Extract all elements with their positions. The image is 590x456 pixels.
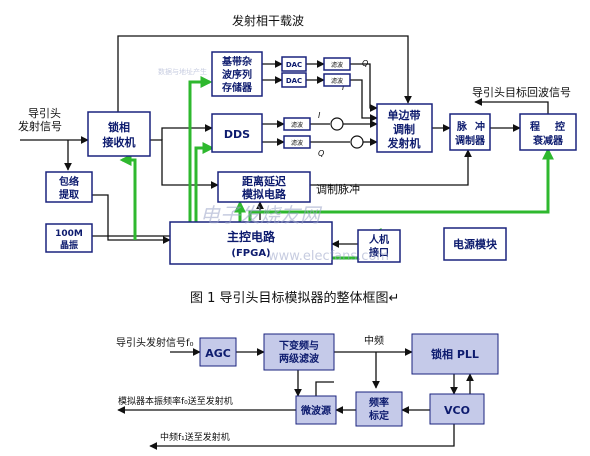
svg-text:锁相: 锁相 (108, 120, 130, 134)
svg-text:100M: 100M (55, 229, 83, 239)
seeker-tx-label-2: 发射信号 (18, 119, 62, 133)
bottom-out1-label: 模拟器本振频率f₀送至发射机 (118, 395, 233, 407)
top-wires (20, 35, 549, 248)
svg-text:滤波: 滤波 (331, 77, 343, 85)
svg-text:滤波: 滤波 (291, 139, 303, 147)
svg-text:VCO: VCO (444, 404, 470, 417)
i-dds-label: I (318, 111, 321, 120)
programmable-attenuator: 程 控 衰减器 (519, 113, 577, 151)
envelope-extract: 包络 提取 (45, 171, 93, 203)
svg-text:电源模块: 电源模块 (453, 237, 498, 251)
svg-text:脉: 脉 (456, 120, 468, 133)
data-addr-label: 数据与地址产生 (158, 67, 207, 76)
svg-text:单边带: 单边带 (388, 108, 421, 122)
green-control-lines (119, 76, 554, 260)
pll-receiver: 锁相 接收机 (87, 111, 151, 157)
echo-label: 导引头目标回波信号 (472, 85, 571, 99)
power-module: 电源模块 (443, 227, 507, 261)
svg-text:滤波: 滤波 (291, 121, 303, 129)
pll-block: 锁相 PLL (411, 333, 499, 375)
q-dds-label: Q (318, 149, 324, 158)
svg-text:锁相 PLL: 锁相 PLL (431, 347, 479, 361)
svg-text:接收机: 接收机 (103, 135, 136, 149)
bottom-input-label: 导引头发射信号f₀ (116, 336, 194, 349)
filter-1: 滤波 (323, 57, 351, 71)
svg-text:衰减器: 衰减器 (532, 134, 564, 147)
filter-4: 滤波 (283, 135, 311, 149)
svg-text:波序列: 波序列 (222, 68, 252, 81)
figure-caption: 图 1 导引头目标模拟器的整体框图↵ (190, 290, 399, 306)
agc-block: AGC (199, 337, 237, 367)
svg-text:接口: 接口 (369, 246, 389, 259)
svg-text:(FPGA): (FPGA) (231, 248, 270, 259)
svg-text:DAC: DAC (286, 77, 302, 85)
svg-text:DDS: DDS (224, 128, 250, 141)
svg-text:AGC: AGC (205, 347, 231, 360)
filter-3: 滤波 (283, 117, 311, 131)
svg-text:下变频与: 下变频与 (279, 339, 319, 352)
svg-text:包络: 包络 (59, 175, 79, 188)
svg-text:距离延迟: 距离延迟 (242, 174, 286, 188)
seeker-tx-label-1: 导引头 (28, 106, 61, 120)
q-base-label: Q (362, 59, 368, 68)
svg-text:调制: 调制 (393, 122, 415, 136)
watermark-url: www.elecfans.com (268, 249, 389, 264)
crystal-osc: 100M 晶振 (45, 223, 93, 253)
vco-block: VCO (429, 393, 485, 425)
main-control-fpga: 主控电路 (FPGA) (169, 221, 333, 265)
svg-text:冲: 冲 (475, 120, 485, 133)
svg-text:微波源: 微波源 (300, 404, 331, 417)
svg-text:主控电路: 主控电路 (227, 229, 276, 244)
svg-text:提取: 提取 (59, 188, 80, 201)
bottom-wires (117, 348, 474, 450)
microwave-source-block: 微波源 (295, 395, 337, 425)
filter-2: 滤波 (323, 73, 351, 87)
carrier-label: 发射相干载波 (232, 13, 304, 28)
freq-cal-block: 频率 标定 (355, 391, 403, 427)
mid-freq-label: 中频 (364, 334, 384, 347)
bottom-out2-label: 中频f₁送至发射机 (160, 431, 230, 443)
svg-text:标定: 标定 (368, 409, 389, 422)
svg-text:控: 控 (555, 120, 565, 133)
svg-text:晶振: 晶振 (60, 239, 79, 251)
svg-text:存储器: 存储器 (222, 81, 253, 94)
watermark-cn: 电子发烧友网 (200, 203, 323, 227)
svg-text:程: 程 (530, 120, 540, 133)
i-base-label: I (342, 83, 345, 92)
svg-text:调制器: 调制器 (455, 134, 486, 147)
dds-block: DDS (211, 113, 263, 153)
svg-text:DAC: DAC (286, 61, 302, 69)
range-delay-circuit: 距离延迟 模拟电路 (217, 171, 311, 203)
svg-text:发射机: 发射机 (387, 136, 421, 150)
dac-2: DAC (281, 72, 307, 88)
hmi-interface: 人机 接口 (357, 229, 401, 263)
svg-text:两级滤波: 两级滤波 (279, 352, 320, 365)
downconv-block: 下变频与 两级滤波 (263, 333, 335, 371)
ssb-transmitter: 单边带 调制 发射机 (376, 103, 433, 153)
dac-1: DAC (281, 56, 307, 72)
baseband-memory: 基带杂 波序列 存储器 (211, 51, 263, 97)
svg-text:频率: 频率 (369, 396, 389, 409)
svg-text:基带杂: 基带杂 (221, 55, 252, 68)
mod-pulse-label: 调制脉冲 (316, 182, 360, 196)
svg-text:人机: 人机 (369, 233, 389, 246)
svg-text:滤波: 滤波 (331, 61, 343, 69)
pulse-modulator: 脉 冲 调制器 (449, 113, 491, 151)
svg-text:模拟电路: 模拟电路 (242, 187, 287, 201)
